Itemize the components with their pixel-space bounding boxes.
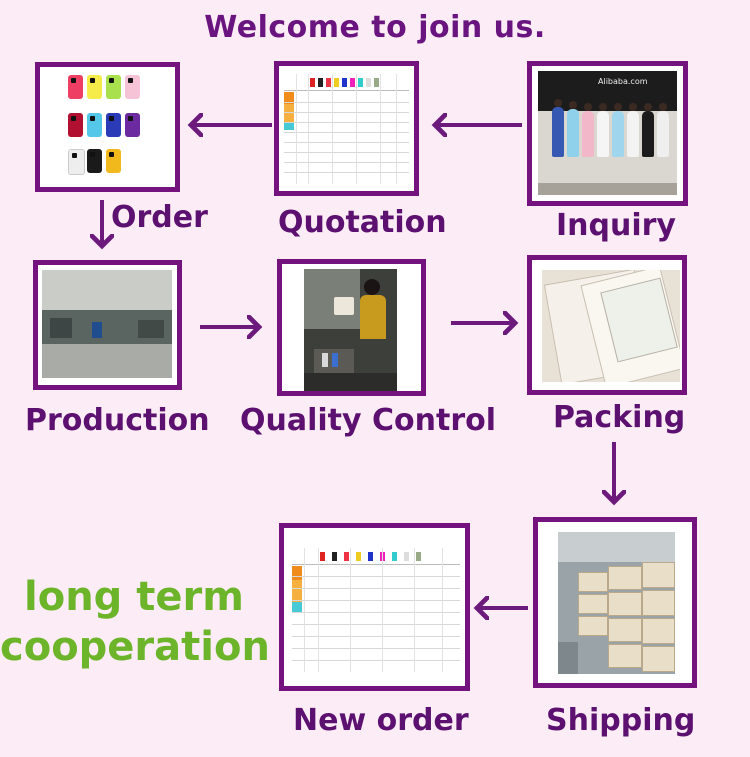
step-label-inquiry: Inquiry <box>556 208 676 243</box>
slogan-line-2: cooperation <box>0 624 270 670</box>
shipping-image <box>533 517 697 688</box>
step-label-quality-control: Quality Control <box>240 403 497 438</box>
step-label-packing: Packing <box>553 400 686 435</box>
inquiry-image: Alibaba.com <box>527 61 688 206</box>
step-label-production: Production <box>25 403 210 438</box>
quality-control-image <box>277 259 426 396</box>
packing-image <box>527 255 687 395</box>
step-label-quotation: Quotation <box>278 205 447 240</box>
step-label-order: Order <box>111 200 208 235</box>
alibaba-banner-text: Alibaba.com <box>598 77 648 86</box>
page-title: Welcome to join us. <box>204 10 546 45</box>
step-label-new-order: New order <box>293 703 469 738</box>
step-label-shipping: Shipping <box>546 703 696 738</box>
new-order-image <box>279 523 470 691</box>
order-image <box>35 62 180 192</box>
production-image <box>33 260 182 390</box>
quotation-image <box>274 61 419 196</box>
slogan-line-1: long term <box>24 574 244 620</box>
